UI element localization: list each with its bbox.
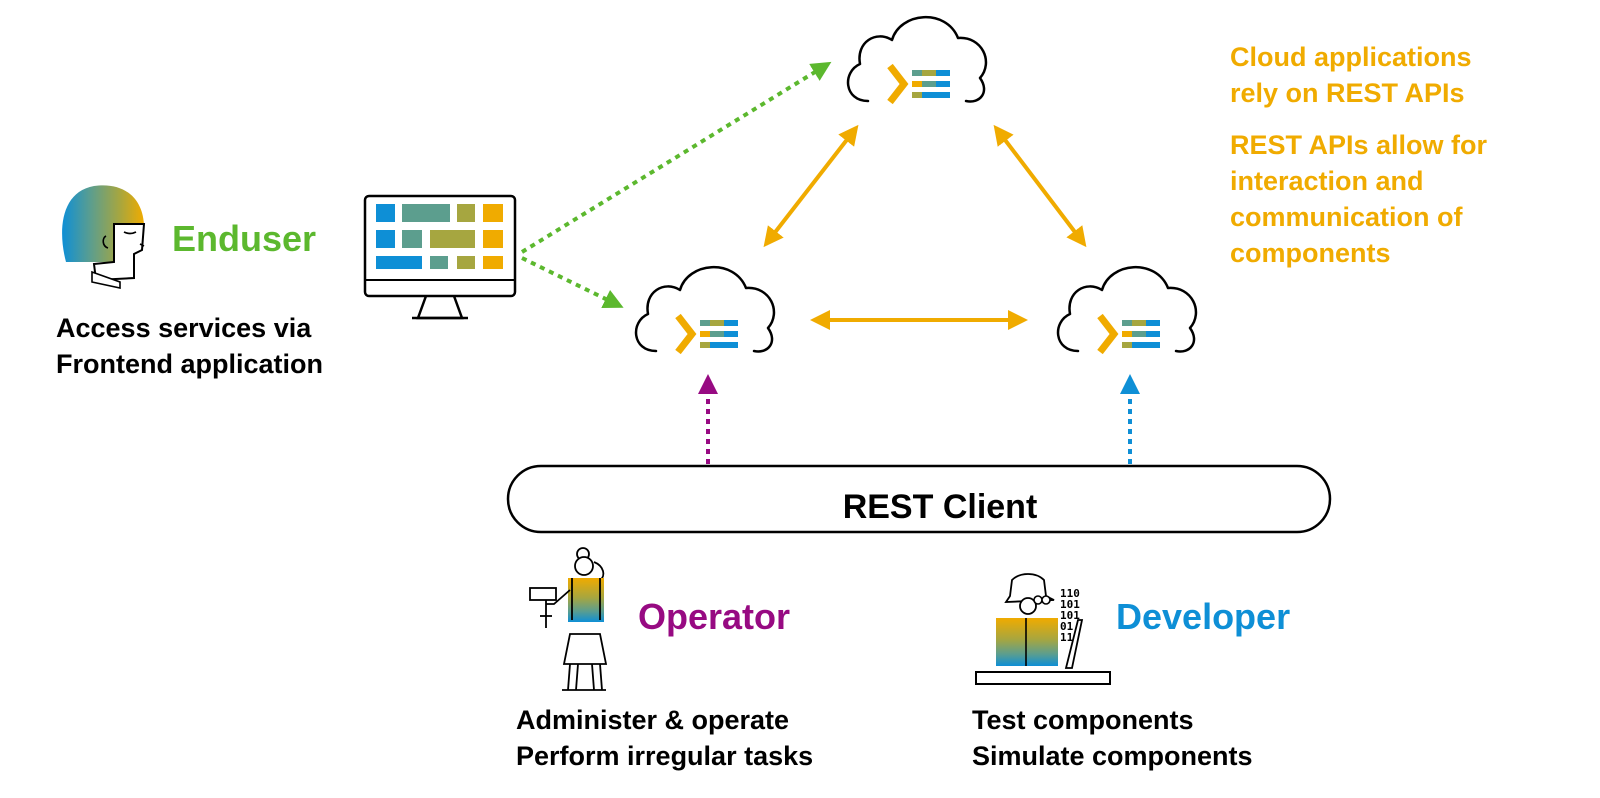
binary-line: 11 xyxy=(1060,631,1074,644)
enduser-desc-line: Frontend application xyxy=(56,349,323,379)
enduser-desc-line: Access services via xyxy=(56,313,312,343)
note-line: interaction and xyxy=(1230,166,1424,196)
note-rest-apis: Cloud applications rely on REST APIs xyxy=(1230,39,1472,111)
rest-client-label: REST Client xyxy=(842,488,1038,526)
cloud-service-left xyxy=(636,267,774,352)
enduser-head-icon xyxy=(62,185,146,289)
developer-person-icon xyxy=(975,573,1111,685)
note-line: Cloud applications xyxy=(1230,42,1472,72)
rest-client-box xyxy=(506,464,1332,534)
binary-line: 101 xyxy=(1060,598,1080,611)
operator-title: Operator xyxy=(638,596,791,637)
binary-line: 110 xyxy=(1060,587,1080,600)
note-line: communication of xyxy=(1230,202,1463,232)
link-top-left xyxy=(763,124,859,248)
link-top-right xyxy=(993,124,1087,248)
cloud-service-top xyxy=(848,17,986,102)
note-interaction: REST APIs allow for interaction and comm… xyxy=(1230,127,1487,271)
enduser-link-left xyxy=(521,256,624,308)
monitor-app-icon xyxy=(363,194,517,320)
operator-description: Administer & operate Perform irregular t… xyxy=(516,702,813,774)
developer-title: Developer xyxy=(1116,596,1291,637)
cloud-service-right xyxy=(1058,267,1196,352)
binary-line: 101 xyxy=(1060,609,1080,622)
operator-person-icon xyxy=(529,547,608,691)
binary-line: 01 xyxy=(1060,620,1074,633)
note-line: REST APIs allow for xyxy=(1230,130,1488,160)
developer-desc-line: Test components xyxy=(972,705,1194,735)
operator-desc-line: Perform irregular tasks xyxy=(516,741,814,771)
operator-desc-line: Administer & operate xyxy=(516,705,790,735)
enduser-description: Access services via Frontend application xyxy=(56,310,323,382)
developer-desc-line: Simulate components xyxy=(972,741,1253,771)
developer-binary-text: 110 101 101 01 11 xyxy=(1060,588,1080,643)
enduser-title: Enduser xyxy=(172,218,317,259)
note-line: components xyxy=(1230,238,1391,268)
note-line: rely on REST APIs xyxy=(1230,78,1465,108)
developer-description: Test components Simulate components xyxy=(972,702,1253,774)
